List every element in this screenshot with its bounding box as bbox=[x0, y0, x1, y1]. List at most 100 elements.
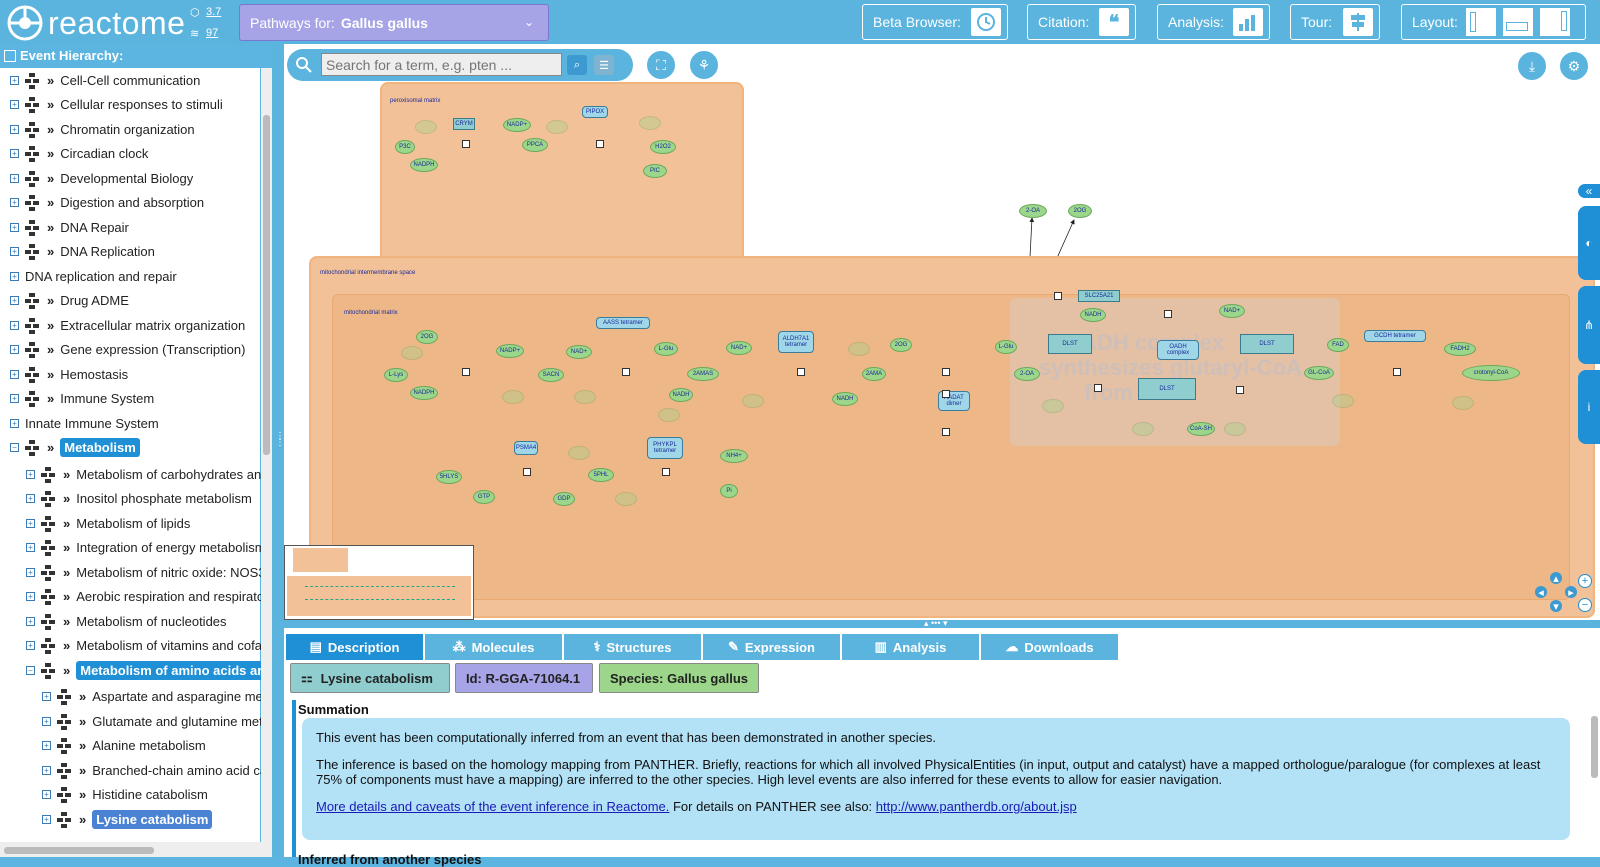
tree-item[interactable]: −»Metabolism bbox=[10, 435, 140, 460]
analysis-button[interactable]: Analysis: bbox=[1157, 4, 1270, 40]
tree-item[interactable]: +»Circadian clock bbox=[10, 141, 148, 166]
collapse-icon[interactable]: « bbox=[1578, 184, 1600, 198]
fit-diagram-button[interactable]: ⛶ bbox=[645, 49, 677, 81]
db-version-link[interactable]: 97 bbox=[206, 27, 219, 39]
tree-item[interactable]: +»Hemostasis bbox=[10, 362, 128, 387]
details-scrollbar[interactable] bbox=[1588, 700, 1600, 857]
expand-icon[interactable]: + bbox=[10, 321, 19, 330]
tree-item[interactable]: +»Glutamate and glutamine met bbox=[42, 709, 263, 734]
expand-icon[interactable]: + bbox=[26, 568, 35, 577]
expand-icon[interactable]: + bbox=[10, 198, 19, 207]
tree-item[interactable]: +»Immune System bbox=[10, 386, 154, 411]
expand-icon[interactable]: + bbox=[10, 296, 19, 305]
expand-icon[interactable]: + bbox=[42, 815, 51, 824]
tree-item[interactable]: +»Extracellular matrix organization bbox=[10, 313, 245, 338]
expand-icon[interactable]: + bbox=[10, 394, 19, 403]
panther-link[interactable]: http://www.pantherdb.org/about.jsp bbox=[875, 799, 1077, 814]
expand-icon[interactable]: + bbox=[10, 272, 19, 281]
citation-button[interactable]: Citation: ❝ bbox=[1027, 4, 1136, 40]
expand-icon[interactable]: + bbox=[42, 741, 51, 750]
tree-hscroll-thumb[interactable] bbox=[4, 847, 154, 854]
download-button[interactable]: ⤓ bbox=[1516, 50, 1548, 82]
tree-item[interactable]: +»Metabolism of nucleotides bbox=[26, 609, 227, 634]
pan-down-icon[interactable]: ▾ bbox=[1550, 600, 1562, 613]
expand-icon[interactable]: + bbox=[26, 543, 35, 552]
tree-item[interactable]: +»Integration of energy metabolism bbox=[26, 535, 266, 560]
expand-icon[interactable]: + bbox=[26, 519, 35, 528]
tree-item[interactable]: +»DNA Repair bbox=[10, 215, 129, 240]
pan-left-icon[interactable]: ◂ bbox=[1535, 586, 1547, 599]
expand-icon[interactable]: + bbox=[10, 419, 19, 428]
share-icon[interactable]: ⋔ bbox=[1578, 286, 1600, 364]
zoom-in-icon[interactable]: + bbox=[1578, 574, 1592, 588]
tree-item[interactable]: +»Digestion and absorption bbox=[10, 190, 204, 215]
tree-item[interactable]: +»Chromatin organization bbox=[10, 117, 195, 142]
expand-icon[interactable]: + bbox=[42, 790, 51, 799]
tree-item[interactable]: +»Metabolism of nitric oxide: NOS3 bbox=[26, 560, 266, 585]
expand-icon[interactable]: + bbox=[26, 494, 35, 503]
tab-structures[interactable]: ⚕Structures bbox=[564, 634, 701, 660]
settings-icon[interactable]: ⚙ bbox=[1558, 50, 1590, 82]
expand-icon[interactable]: + bbox=[42, 766, 51, 775]
tree-item[interactable]: +»Metabolism of vitamins and cofa bbox=[26, 633, 262, 658]
expand-icon[interactable]: + bbox=[10, 76, 19, 85]
expand-icon[interactable]: + bbox=[26, 592, 35, 601]
expand-icon[interactable]: + bbox=[10, 125, 19, 134]
tree-scroll-thumb[interactable] bbox=[263, 115, 270, 455]
tree-item[interactable]: +»Histidine catabolism bbox=[42, 782, 208, 807]
search-icon[interactable] bbox=[288, 49, 320, 81]
pan-right-icon[interactable]: ▸ bbox=[1565, 586, 1577, 599]
tab-molecules[interactable]: ⁂Molecules bbox=[425, 634, 562, 660]
pan-up-icon[interactable]: ▴ bbox=[1550, 572, 1562, 585]
expand-icon[interactable]: + bbox=[26, 617, 35, 626]
expand-icon[interactable]: + bbox=[10, 345, 19, 354]
collapse-icon[interactable]: − bbox=[26, 666, 35, 675]
reactome-logo[interactable]: reactome bbox=[6, 4, 185, 42]
species-selector[interactable]: Pathways for: Gallus gallus ⌄ bbox=[239, 4, 549, 41]
left-splitter[interactable]: ⋮⋮ bbox=[272, 44, 285, 857]
collapse-icon[interactable]: − bbox=[10, 443, 19, 452]
zoom-out-icon[interactable]: − bbox=[1578, 598, 1592, 612]
tab-analysis[interactable]: ▥Analysis bbox=[842, 634, 979, 660]
expand-icon[interactable]: + bbox=[10, 247, 19, 256]
layout-right-icon[interactable] bbox=[1540, 8, 1570, 36]
pathway-diagram[interactable] bbox=[284, 44, 1600, 620]
tab-expression[interactable]: ✎Expression bbox=[703, 634, 840, 660]
tree-item[interactable]: +DNA replication and repair bbox=[10, 264, 177, 289]
tree-item[interactable]: +»Aerobic respiration and respiratc bbox=[26, 584, 263, 609]
tree-item[interactable]: +»Cell-Cell communication bbox=[10, 68, 200, 93]
tree-item[interactable]: +»Inositol phosphate metabolism bbox=[26, 486, 252, 511]
expand-icon[interactable]: + bbox=[42, 692, 51, 701]
expand-icon[interactable]: + bbox=[10, 370, 19, 379]
tree-item[interactable]: +»Lysine catabolism bbox=[42, 807, 213, 832]
tree-item[interactable]: +Innate Immune System bbox=[10, 411, 159, 436]
expand-icon[interactable]: + bbox=[10, 223, 19, 232]
navigation-pad[interactable]: ▴ ◂ ▸ ▾ bbox=[1535, 572, 1585, 618]
tree-item[interactable]: +»Aspartate and asparagine me bbox=[42, 684, 263, 709]
search-input[interactable] bbox=[321, 53, 562, 76]
illustration-button[interactable]: ⚘ bbox=[688, 49, 720, 81]
tab-downloads[interactable]: ☁Downloads bbox=[981, 634, 1118, 660]
tree-item[interactable]: +»DNA Replication bbox=[10, 239, 155, 264]
info-icon[interactable]: i bbox=[1578, 370, 1600, 444]
layout-bottom-icon[interactable] bbox=[1503, 8, 1533, 36]
expand-icon[interactable]: + bbox=[26, 470, 35, 479]
tour-button[interactable]: Tour: bbox=[1290, 4, 1380, 40]
search-go-button[interactable]: ⌕ bbox=[567, 55, 587, 75]
inference-details-link[interactable]: More details and caveats of the event in… bbox=[316, 799, 670, 814]
tree-item[interactable]: +»Alanine metabolism bbox=[42, 733, 206, 758]
diagram-thumbnail[interactable] bbox=[284, 545, 474, 620]
tree-item[interactable]: +»Metabolism of carbohydrates an bbox=[26, 462, 261, 487]
tree-item[interactable]: +»Gene expression (Transcription) bbox=[10, 337, 245, 362]
palette-icon[interactable]: ◐ bbox=[1578, 206, 1600, 280]
tree-vertical-scrollbar[interactable] bbox=[261, 68, 272, 842]
expand-icon[interactable]: + bbox=[26, 641, 35, 650]
expand-icon[interactable]: + bbox=[10, 149, 19, 158]
layout-left-icon[interactable] bbox=[1466, 8, 1496, 36]
expand-icon[interactable]: + bbox=[10, 100, 19, 109]
tree-item[interactable]: +»Cellular responses to stimuli bbox=[10, 92, 223, 117]
tree-item[interactable]: +»Metabolism of lipids bbox=[26, 511, 190, 536]
tab-description[interactable]: ▤Description bbox=[286, 634, 423, 660]
tree-item[interactable]: +»Drug ADME bbox=[10, 288, 129, 313]
version-link[interactable]: 3.7 bbox=[206, 6, 222, 18]
